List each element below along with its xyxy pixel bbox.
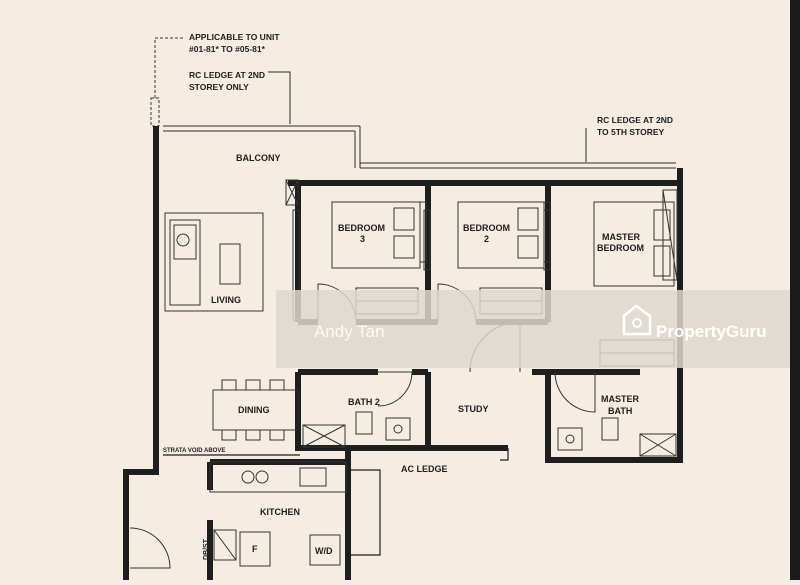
propertyguru-logo-icon	[622, 304, 652, 336]
label-dining: DINING	[238, 405, 270, 415]
label-bedroom2-line2: 2	[484, 234, 489, 244]
label-washer-dryer: W/D	[315, 546, 333, 556]
note-rc-ledge-2nd-line2: STOREY ONLY	[189, 82, 249, 92]
dining-furniture	[212, 379, 299, 441]
note-strata-void: STRATA VOID ABOVE	[163, 448, 225, 454]
kitchen-fixtures	[209, 461, 347, 567]
note-rc-ledge-2nd-5th-line2: TO 5TH STOREY	[597, 127, 665, 137]
bath-fixtures	[302, 411, 677, 457]
label-db-st: DB/ST	[203, 538, 210, 560]
bed-furniture	[331, 201, 675, 287]
note-applicable-line2: #01-81* TO #05-81*	[189, 44, 266, 54]
watermark-agent: Andy Tan	[314, 322, 385, 341]
annotation-leaders	[150, 37, 587, 162]
room-labels: BALCONY BEDROOM 3 BEDROOM 2 MASTER BEDRO…	[203, 153, 644, 560]
label-master-bedroom-line1: MASTER	[602, 232, 641, 242]
label-fridge: F	[252, 544, 258, 554]
label-bath2: BATH 2	[348, 397, 380, 407]
label-bedroom2-line1: BEDROOM	[463, 223, 510, 233]
balcony-outline	[163, 125, 676, 169]
watermark-brand: PropertyGuru	[656, 322, 767, 341]
label-bedroom3-line1: BEDROOM	[338, 223, 385, 233]
label-master-bath-line1: MASTER	[601, 394, 640, 404]
label-master-bedroom-line2: BEDROOM	[597, 243, 644, 253]
label-master-bath-line2: BATH	[608, 406, 632, 416]
label-ac-ledge: AC LEDGE	[401, 464, 448, 474]
label-balcony: BALCONY	[236, 153, 281, 163]
note-rc-ledge-2nd-5th-line1: RC LEDGE AT 2ND	[597, 115, 673, 125]
plan-annotations: APPLICABLE TO UNIT #01-81* TO #05-81* RC…	[163, 32, 673, 454]
note-applicable-line1: APPLICABLE TO UNIT	[189, 32, 280, 42]
image-edge-strip	[790, 0, 800, 580]
label-bedroom3-line2: 3	[360, 234, 365, 244]
watermark: Andy Tan PropertyGuru	[276, 290, 790, 368]
label-study: STUDY	[458, 404, 489, 414]
living-furniture	[164, 212, 264, 312]
note-rc-ledge-2nd-line1: RC LEDGE AT 2ND	[189, 70, 265, 80]
label-living: LIVING	[211, 295, 241, 305]
label-kitchen: KITCHEN	[260, 507, 300, 517]
watermark-band	[276, 290, 790, 368]
